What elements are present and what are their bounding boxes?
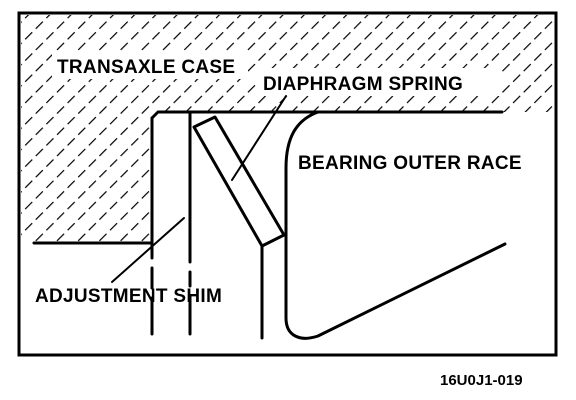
figure-frame bbox=[17, 11, 558, 357]
diaphragm-spring bbox=[192, 115, 286, 248]
bearing-outer-race bbox=[284, 110, 507, 340]
label-diaphragm-spring: DIAPHRAGM SPRING bbox=[263, 74, 463, 95]
label-adjustment-shim: ADJUSTMENT SHIM bbox=[35, 286, 222, 307]
leader-adjustment-shim bbox=[111, 217, 185, 283]
leader-diaphragm-spring bbox=[231, 95, 287, 181]
figure-code: 16U0J1-019 bbox=[440, 372, 523, 389]
label-transaxle-case: TRANSAXLE CASE bbox=[57, 57, 235, 78]
label-bearing-outer-race: BEARING OUTER RACE bbox=[298, 153, 522, 174]
